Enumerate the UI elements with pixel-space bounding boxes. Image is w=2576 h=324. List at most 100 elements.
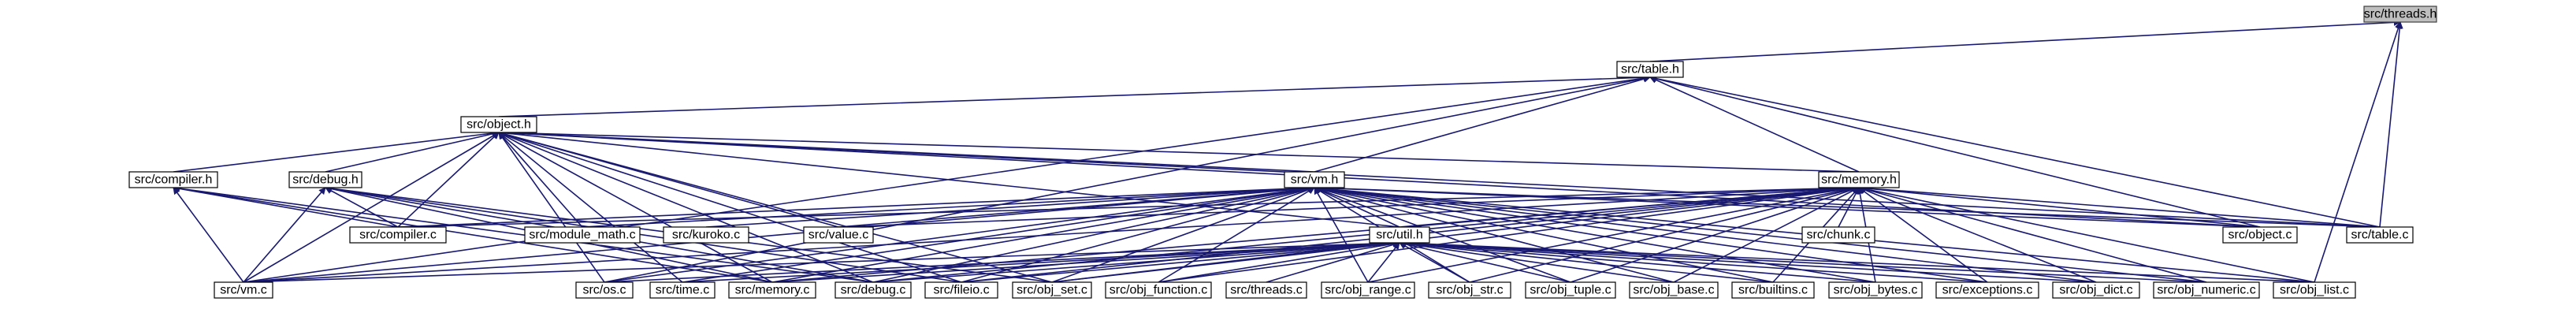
node-src-compiler-c[interactable]: src/compiler.c xyxy=(349,226,447,244)
node-label-src-obj-str-c: src/obj_str.c xyxy=(1436,284,1503,297)
edge-threads_c-to-util_h xyxy=(1266,240,1400,283)
node-label-src-compiler-c: src/compiler.c xyxy=(359,229,437,242)
edge-obj_base_c-to-util_h xyxy=(1399,240,1675,283)
edge-vm_h-to-table_h xyxy=(1314,75,1651,173)
edge-obj_numeric_c-to-vm_h xyxy=(1314,184,2207,283)
node-src-threads-h[interactable]: src/threads.h xyxy=(2363,6,2437,23)
edge-compiler_c-to-object_h xyxy=(397,132,500,228)
node-label-src-table-c: src/table.c xyxy=(2351,229,2409,242)
node-src-table-c[interactable]: src/table.c xyxy=(2346,226,2414,244)
node-label-src-table-h: src/table.h xyxy=(1621,63,1679,76)
edge-memory_c-to-util_h xyxy=(771,240,1400,283)
edge-compiler_c-to-compiler_h xyxy=(173,184,399,228)
edge-vm_c-to-debug_h xyxy=(243,187,326,283)
edge-debug_c-to-object_h xyxy=(498,131,874,283)
edge-table_c-to-table_h xyxy=(1649,75,2381,228)
edge-obj_base_c-to-vm_h xyxy=(1314,185,1675,283)
edge-memory_h-to-table_h xyxy=(1649,76,1860,173)
node-src-kuroko-c[interactable]: src/kuroko.c xyxy=(663,226,749,244)
node-label-src-threads-h: src/threads.h xyxy=(2364,8,2437,21)
node-label-src-object-h: src/object.h xyxy=(467,118,531,132)
node-src-obj-dict-c[interactable]: src/obj_dict.c xyxy=(2052,281,2140,299)
edge-vm_c-to-compiler_h xyxy=(173,187,244,283)
edge-fileio_c-to-debug_h xyxy=(325,184,962,283)
edge-obj_function_c-to-util_h xyxy=(1158,240,1400,283)
edge-compiler_c-to-vm_h xyxy=(397,184,1315,228)
edge-obj_tuple_c-to-vm_h xyxy=(1314,186,1571,283)
edge-fileio_c-to-util_h xyxy=(961,240,1400,283)
node-src-vm-c[interactable]: src/vm.c xyxy=(214,281,273,299)
node-label-src-obj-bytes-c: src/obj_bytes.c xyxy=(1834,284,1918,297)
node-label-src-obj-range-c: src/obj_range.c xyxy=(1325,284,1411,297)
node-label-src-memory-c: src/memory.c xyxy=(735,284,810,297)
node-src-time-c[interactable]: src/time.c xyxy=(649,281,716,299)
node-label-src-builtins-c: src/builtins.c xyxy=(1738,284,1808,297)
edge-table_c-to-threads_h xyxy=(2379,21,2403,228)
edge-vm_c-to-object_h xyxy=(243,132,500,283)
node-src-vm-h[interactable]: src/vm.h xyxy=(1284,171,1345,188)
node-src-debug-h[interactable]: src/debug.h xyxy=(288,171,362,188)
edge-debug_c-to-memory_h xyxy=(872,184,1860,283)
node-label-src-kuroko-c: src/kuroko.c xyxy=(672,229,740,242)
edge-vm_c-to-memory_h xyxy=(243,184,1860,283)
edge-obj_dict_c-to-util_h xyxy=(1399,239,2097,283)
edge-obj_set_c-to-util_h xyxy=(1051,240,1400,283)
node-label-src-obj-function-c: src/obj_function.c xyxy=(1110,284,1208,297)
node-src-obj-base-c[interactable]: src/obj_base.c xyxy=(1629,281,1719,299)
node-src-obj-set-c[interactable]: src/obj_set.c xyxy=(1012,281,1092,299)
edge-table_c-to-vm_h xyxy=(1314,184,2381,228)
edge-obj_tuple_c-to-util_h xyxy=(1399,240,1571,283)
node-src-obj-list-c[interactable]: src/obj_list.c xyxy=(2273,281,2356,299)
edge-exceptions_c-to-util_h xyxy=(1399,240,1988,283)
edge-debug_c-to-compiler_h xyxy=(173,184,874,283)
node-src-os-c[interactable]: src/os.c xyxy=(575,281,634,299)
node-src-fileio-c[interactable]: src/fileio.c xyxy=(924,281,998,299)
edge-obj_numeric_c-to-memory_h xyxy=(1858,185,2207,283)
node-label-src-vm-c: src/vm.c xyxy=(220,284,267,297)
node-src-module-math-c[interactable]: src/module_math.c xyxy=(524,226,641,244)
edge-obj_str_c-to-memory_h xyxy=(1469,185,1860,283)
edge-memory_c-to-compiler_h xyxy=(173,184,773,283)
node-src-memory-c[interactable]: src/memory.c xyxy=(728,281,816,299)
edge-obj_list_c-to-threads_h xyxy=(2314,21,2402,283)
node-src-obj-tuple-c[interactable]: src/obj_tuple.c xyxy=(1525,281,1616,299)
edge-obj_bytes_c-to-vm_h xyxy=(1314,184,1876,283)
edge-os_c-to-object_h xyxy=(498,132,605,283)
edge-builtins_c-to-util_h xyxy=(1399,240,1774,283)
node-src-obj-str-c[interactable]: src/obj_str.c xyxy=(1428,281,1511,299)
node-src-debug-c[interactable]: src/debug.c xyxy=(835,281,912,299)
edge-table_h-to-threads_h xyxy=(1649,18,2401,62)
edge-memory_c-to-memory_h xyxy=(771,184,1860,283)
node-src-obj-bytes-c[interactable]: src/obj_bytes.c xyxy=(1828,281,1923,299)
node-src-util-h[interactable]: src/util.h xyxy=(1369,226,1430,244)
node-src-compiler-h[interactable]: src/compiler.h xyxy=(128,171,218,188)
node-src-builtins-c[interactable]: src/builtins.c xyxy=(1731,281,1815,299)
edge-obj_range_c-to-vm_h xyxy=(1314,187,1369,283)
node-src-table-h[interactable]: src/table.h xyxy=(1616,61,1684,78)
edge-os_c-to-util_h xyxy=(604,239,1400,283)
edge-obj_str_c-to-util_h xyxy=(1399,242,1470,283)
node-src-threads-c[interactable]: src/threads.c xyxy=(1225,281,1307,299)
edge-object_h-to-table_h xyxy=(498,73,1651,117)
edge-compiler_c-to-debug_h xyxy=(325,187,399,228)
edge-debug_h-to-object_h xyxy=(325,130,500,173)
node-src-object-h[interactable]: src/object.h xyxy=(460,116,537,133)
node-label-src-vm-h: src/vm.h xyxy=(1291,173,1338,187)
edge-fileio_c-to-object_h xyxy=(498,131,962,283)
node-label-src-obj-set-c: src/obj_set.c xyxy=(1017,284,1087,297)
node-src-obj-function-c[interactable]: src/obj_function.c xyxy=(1105,281,1212,299)
node-src-value-c[interactable]: src/value.c xyxy=(803,226,874,244)
edge-compiler_h-to-object_h xyxy=(173,129,500,173)
node-src-obj-numeric-c[interactable]: src/obj_numeric.c xyxy=(2153,281,2260,299)
node-src-chunk-c[interactable]: src/chunk.c xyxy=(1801,226,1875,244)
node-label-src-obj-tuple-c: src/obj_tuple.c xyxy=(1530,284,1611,297)
node-src-object-c[interactable]: src/object.c xyxy=(2222,226,2298,244)
edge-builtins_c-to-vm_h xyxy=(1314,185,1774,283)
edge-object_c-to-memory_h xyxy=(1858,184,2261,228)
node-label-src-compiler-h: src/compiler.h xyxy=(135,173,213,187)
node-label-src-chunk-c: src/chunk.c xyxy=(1807,229,1871,242)
node-src-obj-range-c[interactable]: src/obj_range.c xyxy=(1321,281,1415,299)
node-src-exceptions-c[interactable]: src/exceptions.c xyxy=(1935,281,2039,299)
node-src-memory-h[interactable]: src/memory.h xyxy=(1818,171,1900,188)
edge-obj_bytes_c-to-util_h xyxy=(1399,240,1876,283)
